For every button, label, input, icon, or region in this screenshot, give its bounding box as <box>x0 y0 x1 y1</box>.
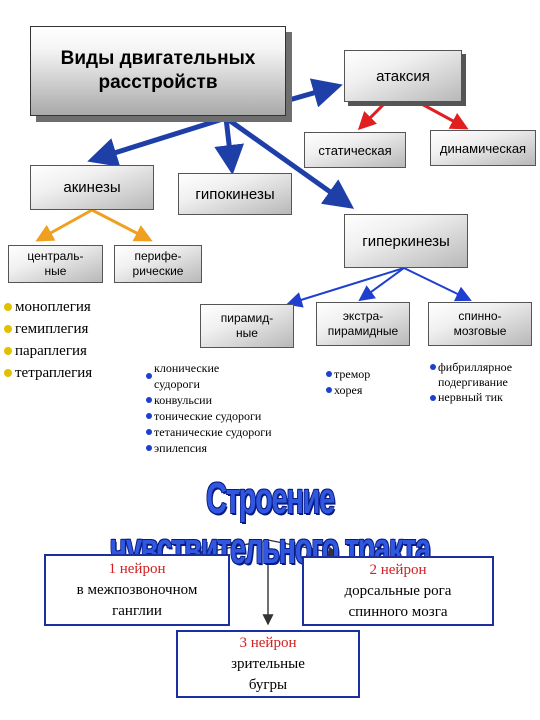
pyramidal-list: клонические судороги конвульсии тоническ… <box>146 360 272 456</box>
bullet-icon <box>4 347 12 355</box>
node-spinal: спинно- мозговые <box>428 302 532 346</box>
neuron-1-location: в межпозвоночном ганглии <box>76 581 198 619</box>
bullet-icon <box>430 364 436 370</box>
bullet-icon <box>146 373 152 379</box>
list-item: тетанические судороги <box>146 424 272 440</box>
bullet-icon <box>4 369 12 377</box>
list-item: гемиплегия <box>4 318 92 340</box>
node-ataxia: атаксия <box>344 50 462 102</box>
node-peripheral: перифе- рические <box>114 245 202 283</box>
node-akinesia: акинезы <box>30 165 154 210</box>
list-item: конвульсии <box>146 392 272 408</box>
node-hypokinesia: гипокинезы <box>178 173 292 215</box>
node-pyramidal: пирамид- ные <box>200 304 294 348</box>
bullet-icon <box>4 325 12 333</box>
bullet-icon <box>326 387 332 393</box>
bullet-icon <box>146 445 152 451</box>
spinal-list: фибриллярное подергивание нервный тик <box>430 360 538 405</box>
neuron-2-location: дорсальные рога спинного мозга <box>344 582 452 620</box>
node-static-ataxia: статическая <box>304 132 406 168</box>
node-dynamic-ataxia: динамическая <box>430 130 536 166</box>
neuron-2-label: 2 нейрон <box>369 561 427 578</box>
paralysis-list: моноплегия гемиплегия параплегия тетрапл… <box>4 296 92 384</box>
extrapyramidal-list: тремор хорея <box>326 366 370 398</box>
diagram-title: Виды двигательных расстройств <box>30 26 286 116</box>
list-item: параплегия <box>4 340 92 362</box>
neuron-3-location: зрительные бугры <box>231 655 305 693</box>
list-item: нервный тик <box>430 390 538 405</box>
list-item: моноплегия <box>4 296 92 318</box>
neuron-1-label: 1 нейрон <box>108 560 166 577</box>
bullet-icon <box>430 394 436 401</box>
bullet-icon <box>146 429 152 435</box>
list-item: хорея <box>326 382 370 398</box>
list-item: тремор <box>326 366 370 382</box>
neuron-2-box: 2 нейрон дорсальные рога спинного мозга <box>302 556 494 626</box>
neuron-1-box: 1 нейрон в межпозвоночном ганглии <box>44 554 230 626</box>
bullet-icon <box>4 303 12 311</box>
bullet-icon <box>146 397 152 403</box>
list-item: тонические судороги <box>146 408 272 424</box>
bullet-icon <box>326 371 332 377</box>
bullet-icon <box>146 413 152 419</box>
node-hyperkinesia: гиперкинезы <box>344 214 468 268</box>
node-extrapyramidal: экстра- пирамидные <box>316 302 410 346</box>
list-item: эпилепсия <box>146 440 272 456</box>
list-item: фибриллярное подергивание <box>430 360 538 390</box>
list-item: клонические судороги <box>146 360 272 392</box>
neuron-3-label: 3 нейрон <box>239 634 297 651</box>
neuron-3-box: 3 нейрон зрительные бугры <box>176 630 360 698</box>
list-item: тетраплегия <box>4 362 92 384</box>
node-central: централь- ные <box>8 245 103 283</box>
